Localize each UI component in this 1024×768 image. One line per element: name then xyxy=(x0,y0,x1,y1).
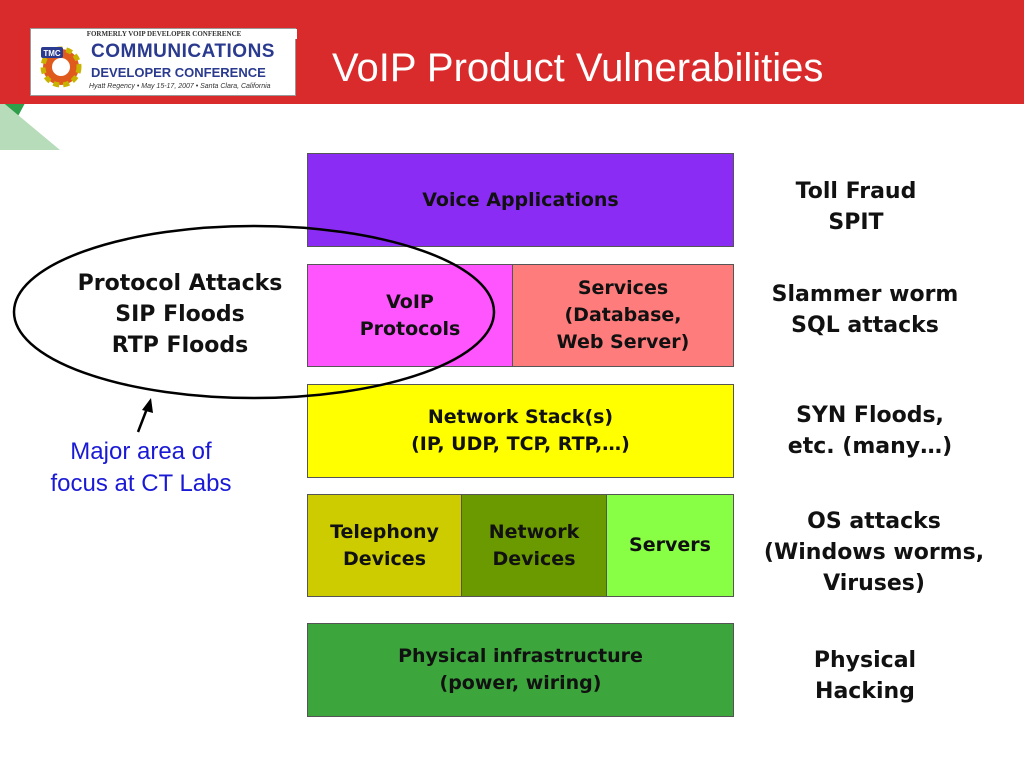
arrow-up-icon xyxy=(136,398,153,433)
logo-line-1: COMMUNICATIONS xyxy=(91,41,275,62)
network-stack-box: Network Stack(s) (IP, UDP, TCP, RTP,…) xyxy=(307,384,734,478)
voip-protocols-box: VoIP Protocols xyxy=(307,264,513,367)
physical-infrastructure-box: Physical infrastructure (power, wiring) xyxy=(307,623,734,717)
network-devices-box: Network Devices xyxy=(461,494,607,597)
logo-top-line: FORMERLY VOIP DEVELOPER CONFERENCE xyxy=(31,29,297,39)
focus-area-label: Major area of focus at CT Labs xyxy=(50,438,232,497)
header-banner: FORMERLY VOIP DEVELOPER CONFERENCE TMC C… xyxy=(0,0,1024,150)
threat-network-stack: SYN Floods, etc. (many…) xyxy=(787,403,953,459)
services-label: Services (Database, Web Server) xyxy=(556,277,690,353)
gear-icon: TMC xyxy=(40,46,82,88)
telephony-devices-box: Telephony Devices xyxy=(307,494,462,597)
physical-infrastructure-label: Physical infrastructure (power, wiring) xyxy=(398,645,643,694)
threat-protocols-services: Slammer worm SQL attacks xyxy=(771,282,959,338)
services-box: Services (Database, Web Server) xyxy=(512,264,734,367)
network-devices-label: Network Devices xyxy=(488,520,580,570)
threat-devices: OS attacks (Windows worms, Viruses) xyxy=(763,509,985,596)
servers-label: Servers xyxy=(629,534,711,556)
slide-title: VoIP Product Vulnerabilities xyxy=(332,46,824,90)
telephony-devices-label: Telephony Devices xyxy=(330,520,439,570)
conference-logo: FORMERLY VOIP DEVELOPER CONFERENCE TMC C… xyxy=(30,28,297,96)
servers-box: Servers xyxy=(606,494,734,597)
voip-protocols-label: VoIP Protocols xyxy=(359,290,461,340)
threat-physical: Physical Hacking xyxy=(813,648,917,704)
logo-badge: TMC xyxy=(43,49,61,58)
network-stack-label: Network Stack(s) (IP, UDP, TCP, RTP,…) xyxy=(411,406,630,455)
protocol-attacks-label: Protocol Attacks SIP Floods RTP Floods xyxy=(77,271,283,358)
threat-voice-applications: Toll Fraud SPIT xyxy=(795,179,917,235)
logo-line-3: Hyatt Regency • May 15-17, 2007 • Santa … xyxy=(89,83,271,90)
logo-line-2: DEVELOPER CONFERENCE xyxy=(91,65,266,80)
voice-applications-box: Voice Applications xyxy=(307,153,734,247)
voice-applications-label: Voice Applications xyxy=(422,188,619,211)
